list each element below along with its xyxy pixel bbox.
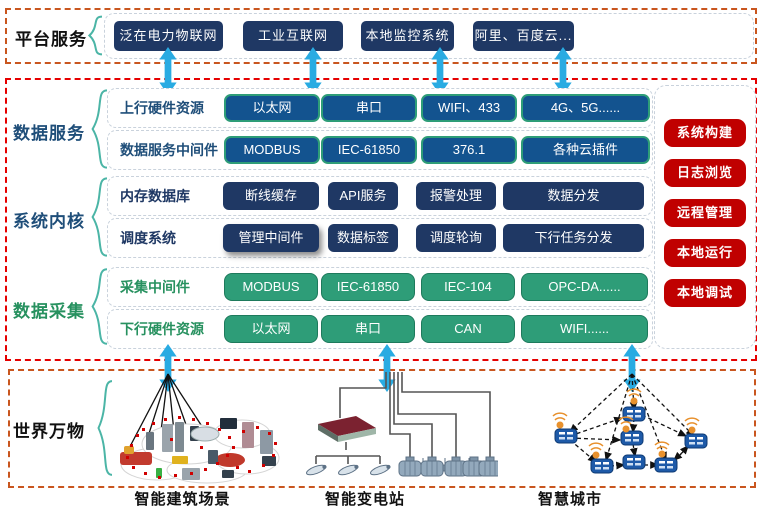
row-label: 内存数据库	[120, 188, 190, 204]
smart-city-scene	[518, 370, 748, 484]
double-arrow-icon	[554, 47, 572, 95]
side-button-system-build: 系统构建	[664, 119, 746, 147]
side-function-panel: 系统构建 日志浏览 远程管理 本地运行 本地调试	[654, 85, 756, 349]
tech-chip: 管理中间件	[223, 224, 319, 252]
brace-icon	[88, 15, 102, 56]
tech-chip: 以太网	[224, 94, 320, 122]
brace-icon	[97, 377, 112, 479]
group-label-system-kernel: 系统内核	[13, 212, 85, 231]
tech-chip: 各种云插件	[521, 136, 650, 164]
double-arrow-icon	[378, 344, 396, 392]
platform-band-label: 平台服务	[15, 30, 87, 49]
tech-chip: 数据标签	[328, 224, 398, 252]
tech-chip: MODBUS	[224, 273, 318, 301]
tech-chip: OPC-DA......	[521, 273, 648, 301]
double-arrow-icon	[159, 47, 177, 95]
tech-chip: 数据分发	[503, 182, 644, 210]
side-button-log-view: 日志浏览	[664, 159, 746, 187]
scene-caption: 智能变电站	[324, 491, 405, 508]
brace-icon	[91, 175, 107, 259]
tech-chip: 以太网	[224, 315, 318, 343]
double-arrow-icon	[623, 344, 641, 392]
tech-chip: IEC-104	[421, 273, 515, 301]
row-dispatch-system: 调度系统 管理中间件 数据标签 调度轮询 下行任务分发	[107, 218, 653, 258]
double-arrow-icon	[431, 47, 449, 95]
row-memory-database: 内存数据库 断线缓存 API服务 报警处理 数据分发	[107, 176, 653, 216]
tech-chip: IEC-61850	[321, 136, 417, 164]
tech-chip: 调度轮询	[416, 224, 496, 252]
tech-chip: WIFI......	[521, 315, 648, 343]
row-data-service-middleware: 数据服务中间件 MODBUS IEC-61850 376.1 各种云插件	[107, 130, 653, 170]
smart-building-scene	[112, 372, 297, 484]
brace-icon	[91, 266, 107, 347]
world-band-label: 世界万物	[13, 422, 85, 441]
row-label: 上行硬件资源	[120, 100, 204, 116]
platform-services-container: 泛在电力物联网 工业互联网 本地监控系统 阿里、百度云...	[104, 13, 754, 59]
platform-service-box: 泛在电力物联网	[114, 21, 223, 51]
platform-service-box: 本地监控系统	[361, 21, 454, 51]
row-downlink-hardware: 下行硬件资源 以太网 串口 CAN WIFI......	[107, 309, 653, 349]
row-uplink-hardware: 上行硬件资源 以太网 串口 WIFI、433 4G、5G......	[107, 88, 653, 128]
tech-chip: MODBUS	[224, 136, 320, 164]
brace-icon	[91, 87, 107, 171]
tech-chip: CAN	[421, 315, 515, 343]
smart-substation-scene	[298, 372, 498, 484]
platform-service-box: 工业互联网	[243, 21, 343, 51]
row-label: 调度系统	[120, 230, 176, 246]
tech-chip: 376.1	[421, 136, 517, 164]
tech-chip: 报警处理	[416, 182, 496, 210]
row-label: 下行硬件资源	[120, 321, 204, 337]
row-collection-middleware: 采集中间件 MODBUS IEC-61850 IEC-104 OPC-DA...…	[107, 267, 653, 307]
tech-chip: IEC-61850	[321, 273, 415, 301]
tech-chip: 串口	[321, 315, 415, 343]
tech-chip: API服务	[328, 182, 398, 210]
double-arrow-icon	[304, 47, 322, 95]
tech-chip: 断线缓存	[223, 182, 319, 210]
side-button-local-debug: 本地调试	[664, 279, 746, 307]
tech-chip: 下行任务分发	[503, 224, 644, 252]
tech-chip: 4G、5G......	[521, 94, 650, 122]
platform-service-box: 阿里、百度云...	[473, 21, 574, 51]
row-label: 采集中间件	[120, 279, 190, 295]
group-label-data-collection: 数据采集	[13, 302, 85, 321]
row-label: 数据服务中间件	[120, 142, 218, 158]
tech-chip: WIFI、433	[421, 94, 517, 122]
scene-caption: 智能建筑场景	[134, 491, 231, 508]
group-label-data-service: 数据服务	[13, 124, 85, 143]
tech-chip: 串口	[321, 94, 417, 122]
side-button-remote-manage: 远程管理	[664, 199, 746, 227]
side-button-local-run: 本地运行	[664, 239, 746, 267]
scene-caption: 智慧城市	[537, 491, 602, 508]
